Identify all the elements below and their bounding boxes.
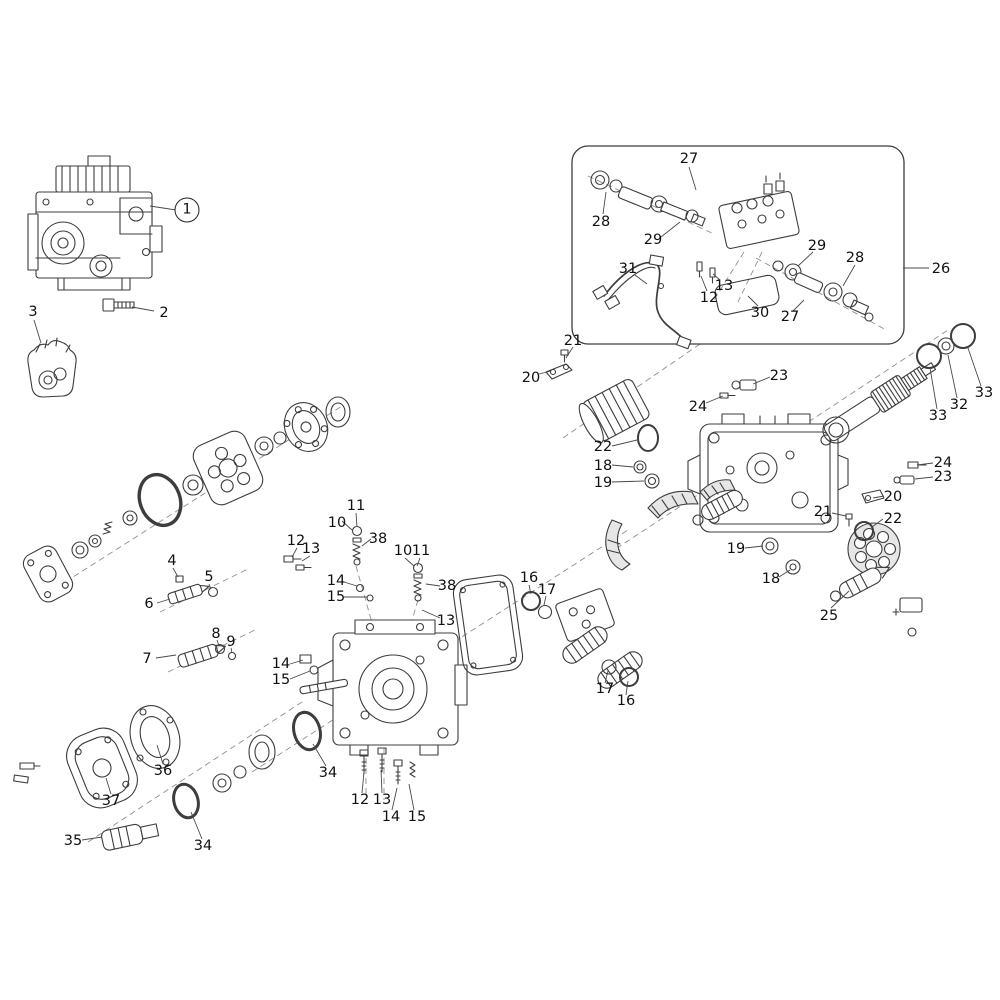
callout-box-26: [571, 145, 905, 345]
seal-kit-bag-art: [27, 337, 77, 398]
fitting-set-right-art: [412, 562, 424, 602]
fitting-23-24-art: [719, 379, 757, 399]
leader-lines: [33, 166, 982, 841]
right-fasteners-art: [845, 461, 927, 541]
fitting-set-left-art: [351, 525, 363, 566]
relief-valve-art: [167, 575, 219, 605]
seal-carrier-art: [129, 705, 276, 793]
orings-16-17-art: [521, 591, 639, 687]
bolt-2-art: [102, 298, 135, 312]
drive-shaft-art: [822, 323, 976, 444]
filter-element-art: [578, 378, 650, 444]
servo-assembly-lower-art: [772, 260, 874, 322]
spool-valve-art: [177, 643, 237, 668]
manifold-gasket-art: [714, 274, 780, 316]
plug-group-left-art: [633, 424, 660, 489]
wire-harness-art: [592, 254, 692, 350]
mounting-bolts-art: [359, 747, 416, 785]
end-cover-art: [13, 727, 138, 809]
coupling-shaft-art: [101, 823, 160, 851]
manifold-screws-art: [696, 261, 716, 284]
bracket-20-21-art: [545, 349, 573, 380]
control-valve-art: [555, 588, 643, 689]
plugs-left-art: [283, 555, 374, 695]
cartridge-25-art: [829, 566, 923, 637]
orings-34-art: [172, 710, 322, 820]
cylinder-barrel-right-art: [847, 522, 901, 576]
housing-gasket-art: [452, 574, 524, 676]
main-pump-assembly-art: [27, 155, 163, 291]
control-manifold-art: [718, 172, 800, 250]
servo-assembly-upper-art: [590, 170, 706, 227]
left-rotating-group-art: [22, 396, 351, 603]
plug-group-right-art: [761, 537, 801, 575]
swash-plate-art: [605, 479, 743, 571]
